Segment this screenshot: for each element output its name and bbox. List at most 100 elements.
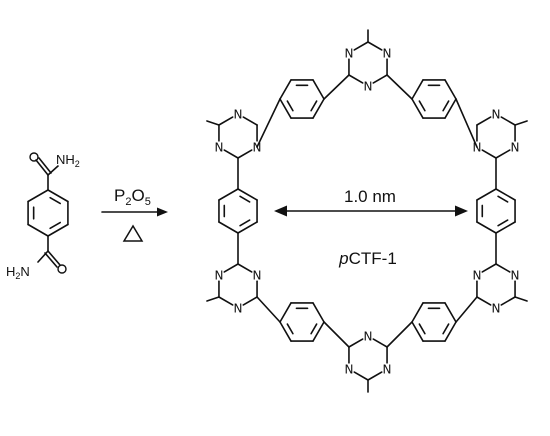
reactant-ring-bond: [27, 189, 49, 203]
triazine-bond: [476, 296, 492, 306]
linker-ring-bond-double-bond: [418, 323, 426, 335]
linker-ring-bond: [237, 188, 258, 201]
nitrogen-atom-label: N: [472, 141, 481, 155]
nitrogen-atom-label: N: [364, 330, 373, 344]
nitrogen-atom-label: N: [214, 269, 223, 283]
triazine-bond: [500, 296, 516, 306]
triazine-bond: [237, 263, 253, 273]
linker-ring-bond: [444, 321, 457, 342]
linker-ring-bond-double-bond: [310, 100, 318, 112]
triazine-bond: [218, 116, 234, 126]
linker-ring-bond: [476, 188, 497, 201]
nitrogen-atom-label: N: [383, 47, 392, 61]
linker-bond: [323, 74, 350, 100]
amide-bond: [37, 250, 49, 263]
linker-ring-bond: [444, 98, 457, 119]
linker-ring-bond-double-bond: [239, 195, 251, 203]
triazine-bond: [353, 371, 369, 381]
triazine-bond: [348, 74, 364, 84]
end-group-bond: [206, 120, 220, 126]
triazine-bond: [372, 74, 388, 84]
linker-ring-bond: [444, 302, 457, 323]
amide-top-label: NH2: [56, 152, 80, 169]
nitrogen-atom-label: N: [344, 363, 353, 377]
linker-ring-bond-double-bond: [418, 100, 426, 112]
linker-ring-bond: [279, 321, 292, 342]
bond-layer: [27, 29, 528, 393]
reactant-ring-bond: [47, 223, 69, 237]
linker-bond: [455, 296, 478, 323]
linker-ring-bond: [411, 302, 424, 323]
heat-triangle-icon: [122, 224, 144, 242]
reagent-label: P2O5: [114, 186, 151, 208]
nitrogen-atom-label: N: [492, 302, 501, 316]
pore-size-label: 1.0 nm: [344, 187, 396, 206]
linker-bond: [256, 98, 281, 148]
oxygen-atom: [29, 152, 39, 162]
reactant-ring-bond: [27, 223, 49, 237]
amide-bond: [47, 165, 59, 176]
linker-ring-bond: [495, 221, 516, 234]
carbonyl-bond: [38, 157, 52, 174]
triazine-bond: [223, 149, 239, 159]
carbonyl-bond: [44, 252, 58, 268]
linker-ring-bond: [279, 79, 292, 100]
linker-bond: [323, 321, 350, 348]
linker-ring-bond: [312, 321, 325, 342]
linker-ring-bond-double-bond: [239, 219, 251, 227]
triazine-bond: [237, 149, 253, 159]
triazine-bond: [495, 149, 511, 159]
reaction-arrow: [101, 207, 168, 217]
carbonyl-bond: [35, 159, 49, 176]
nitrogen-atom-label: N: [234, 108, 243, 122]
linker-ring-bond-double-bond: [442, 100, 450, 112]
amide-bottom-label: H2N: [6, 264, 30, 281]
nitrogen-atom-label: N: [511, 141, 520, 155]
linker-ring-bond: [444, 79, 457, 100]
linker-bond: [455, 98, 478, 148]
triazine-bond: [367, 371, 383, 381]
linker-ring-bond: [411, 79, 424, 100]
carbonyl-bond: [47, 250, 61, 266]
linker-ring-bond: [237, 221, 258, 234]
nitrogen-atom-label: N: [472, 269, 481, 283]
triazine-bond: [242, 296, 258, 306]
nitrogen-atom-label: N: [253, 269, 262, 283]
linker-ring-bond-double-bond: [442, 323, 450, 335]
linker-ring-bond-double-bond: [497, 195, 509, 203]
triazine-bond: [223, 263, 239, 273]
reactant-ring-bond-double-bond: [49, 221, 61, 230]
linker-ring-bond-double-bond: [497, 219, 509, 227]
end-group-bond: [206, 296, 220, 302]
linker-ring-bond-double-bond: [310, 323, 318, 335]
linker-bond: [256, 296, 281, 323]
nitrogen-atom-label: N: [511, 269, 520, 283]
triazine-bond: [367, 41, 383, 51]
linker-ring-bond: [218, 188, 239, 201]
linker-ring-bond: [411, 321, 424, 342]
nitrogen-atom-label: N: [364, 80, 373, 94]
nitrogen-atom-label: N: [344, 47, 353, 61]
linker-ring-bond: [312, 79, 325, 100]
linker-ring-bond: [312, 98, 325, 119]
triazine-bond: [476, 116, 492, 126]
triazine-bond: [500, 116, 516, 126]
linker-ring-bond: [495, 188, 516, 201]
triazine-bond: [242, 116, 258, 126]
linker-ring-bond: [411, 98, 424, 119]
reactant-ring-bond-double-bond: [49, 196, 61, 205]
linker-ring-bond-double-bond: [286, 323, 294, 335]
nitrogen-atom-label: N: [234, 302, 243, 316]
linker-bond: [386, 321, 413, 348]
end-group-bond: [514, 296, 528, 302]
linker-ring-bond: [279, 302, 292, 323]
triazine-bond: [218, 296, 234, 306]
triazine-bond: [372, 338, 388, 348]
nitrogen-atom-label: N: [383, 363, 392, 377]
triazine-bond: [353, 41, 369, 51]
triazine-bond: [348, 338, 364, 348]
triazine-bond: [481, 149, 497, 159]
linker-ring-bond-double-bond: [286, 100, 294, 112]
